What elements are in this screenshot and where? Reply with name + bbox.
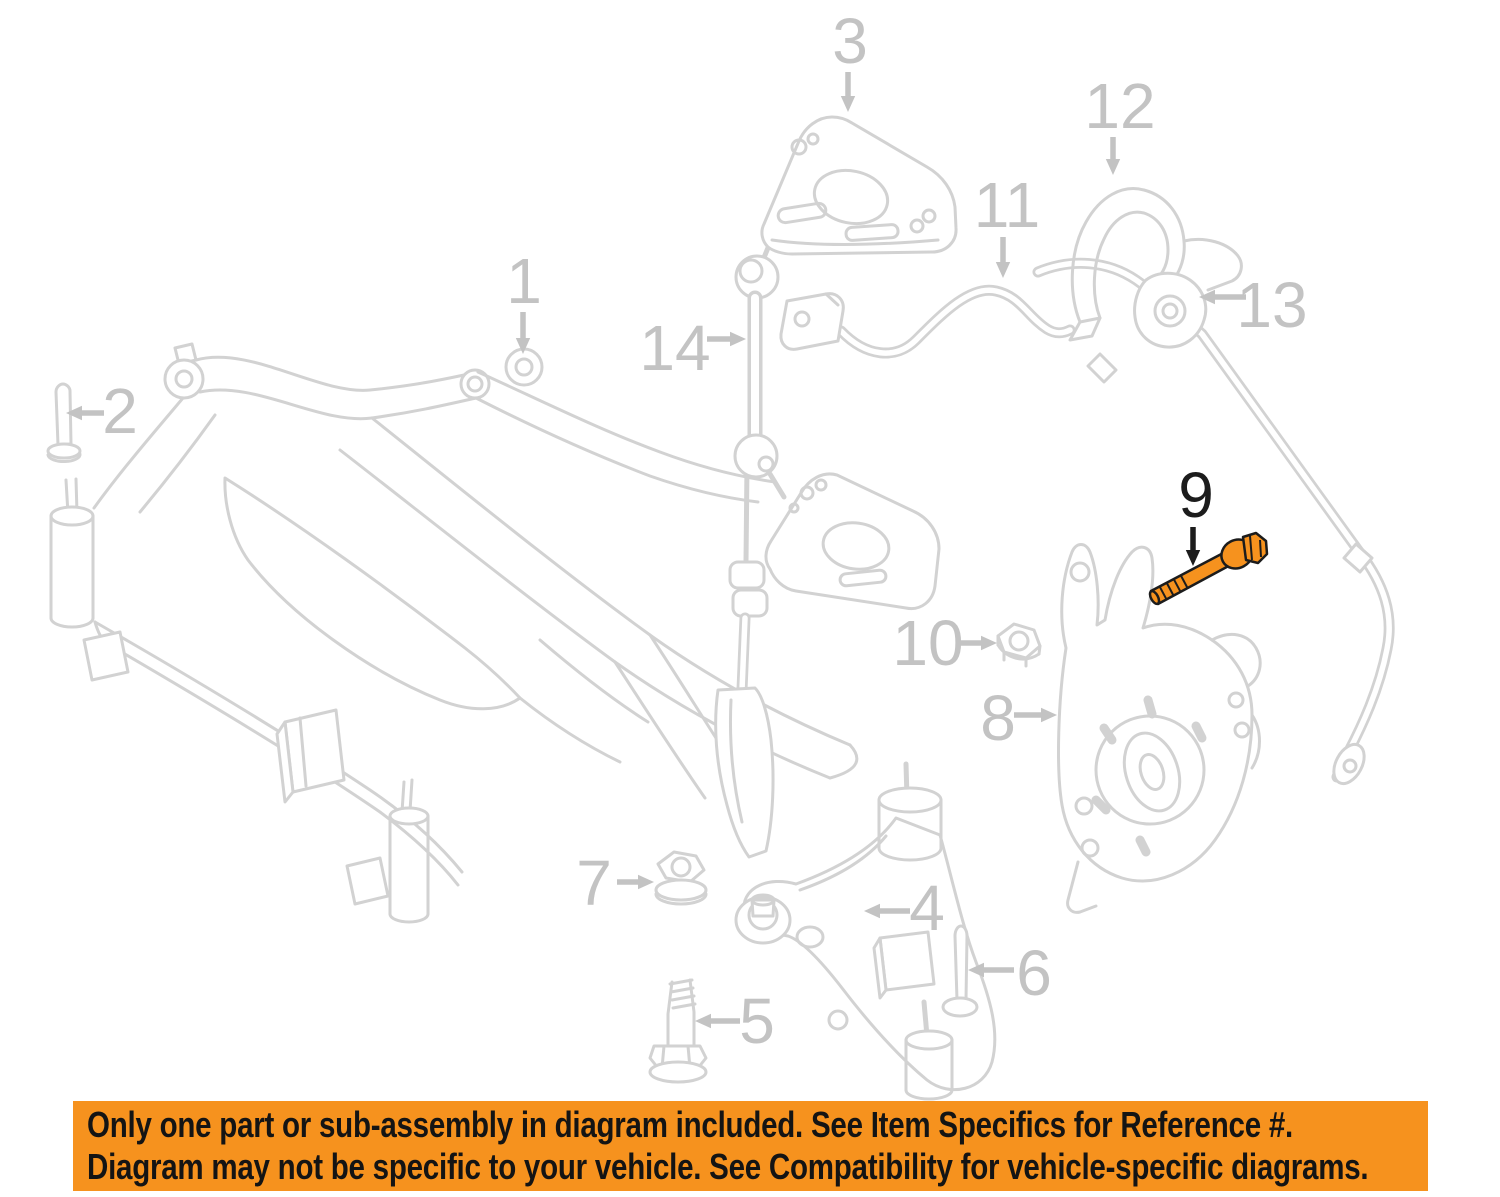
callout-8: 8 xyxy=(980,682,1057,754)
callout-11-arrow-head xyxy=(995,262,1011,278)
bolt-9-tip xyxy=(1148,589,1161,606)
part-bolt-9-highlighted xyxy=(1148,531,1269,606)
callout-1: 1 xyxy=(506,245,542,354)
part-nut-10 xyxy=(996,622,1042,668)
callout-8-number: 8 xyxy=(980,682,1016,754)
disclaimer-line-2: Diagram may not be specific to your vehi… xyxy=(87,1146,1369,1187)
callout-4-arrow-head xyxy=(864,903,880,919)
callout-4: 4 xyxy=(864,872,945,944)
callout-6-arrow-head xyxy=(968,962,984,978)
part-nut-7 xyxy=(654,850,708,906)
part-bolt-2 xyxy=(46,382,82,463)
callout-10-arrow-head xyxy=(981,635,997,651)
callout-13-arrow-head xyxy=(1199,289,1215,305)
part-steering-knuckle xyxy=(1057,543,1262,914)
part-cover-plate-installed xyxy=(764,472,941,611)
disclaimer-banner: Only one part or sub-assembly in diagram… xyxy=(73,1101,1428,1191)
part-shock-absorber xyxy=(714,427,775,859)
callout-7: 7 xyxy=(576,847,654,919)
callout-9-number: 9 xyxy=(1178,459,1214,531)
callout-6-number: 6 xyxy=(1016,937,1052,1009)
callout-3-arrow-head xyxy=(840,96,856,112)
callout-8-arrow-head xyxy=(1041,707,1057,723)
callout-12-number: 12 xyxy=(1084,70,1155,142)
callout-11-number: 11 xyxy=(974,169,1040,241)
part-subframe-crossmember xyxy=(49,342,859,924)
callout-11: 11 xyxy=(974,169,1040,278)
callout-9-arrow-head xyxy=(1185,550,1201,566)
callout-10-number: 10 xyxy=(892,607,963,679)
callout-5-arrow-head xyxy=(695,1013,711,1029)
callout-3-number: 3 xyxy=(832,5,868,77)
callout-14-arrow-head xyxy=(730,331,746,347)
callout-6: 6 xyxy=(968,937,1052,1009)
callout-7-arrow-head xyxy=(638,874,654,890)
diagram-line-art xyxy=(46,115,1395,1101)
part-pin-bolt-6 xyxy=(941,924,979,1018)
callout-5: 5 xyxy=(695,985,775,1057)
callout-4-number: 4 xyxy=(909,872,945,944)
part-stabilizer-bar xyxy=(1032,257,1395,786)
part-cover-plate xyxy=(760,115,958,256)
callout-2-number: 2 xyxy=(102,375,138,447)
callout-2: 2 xyxy=(66,375,138,447)
part-lower-control-arm xyxy=(734,761,997,1101)
callout-2-arrow-head xyxy=(66,405,82,421)
callout-7-number: 7 xyxy=(576,847,612,919)
callout-12-arrow-head xyxy=(1105,159,1121,175)
callout-10: 10 xyxy=(892,607,997,679)
callout-14: 14 xyxy=(639,312,746,384)
part-sensor-harness xyxy=(779,284,1076,359)
callout-9: 9 xyxy=(1178,459,1214,566)
callout-13: 13 xyxy=(1199,269,1308,341)
callout-1-arrow-head xyxy=(515,338,531,354)
part-bolt-5 xyxy=(648,978,708,1084)
bolt-9-hex-head xyxy=(1241,531,1269,565)
callout-13-number: 13 xyxy=(1236,269,1307,341)
callout-1-number: 1 xyxy=(506,245,542,317)
disclaimer-line-1: Only one part or sub-assembly in diagram… xyxy=(87,1104,1293,1145)
callout-5-number: 5 xyxy=(739,985,775,1057)
part-stabilizer-link xyxy=(733,235,787,500)
callout-14-number: 14 xyxy=(639,312,710,384)
part-stabilizer-bushing xyxy=(1133,271,1208,349)
callout-12: 12 xyxy=(1084,70,1156,175)
callout-3: 3 xyxy=(832,5,868,112)
